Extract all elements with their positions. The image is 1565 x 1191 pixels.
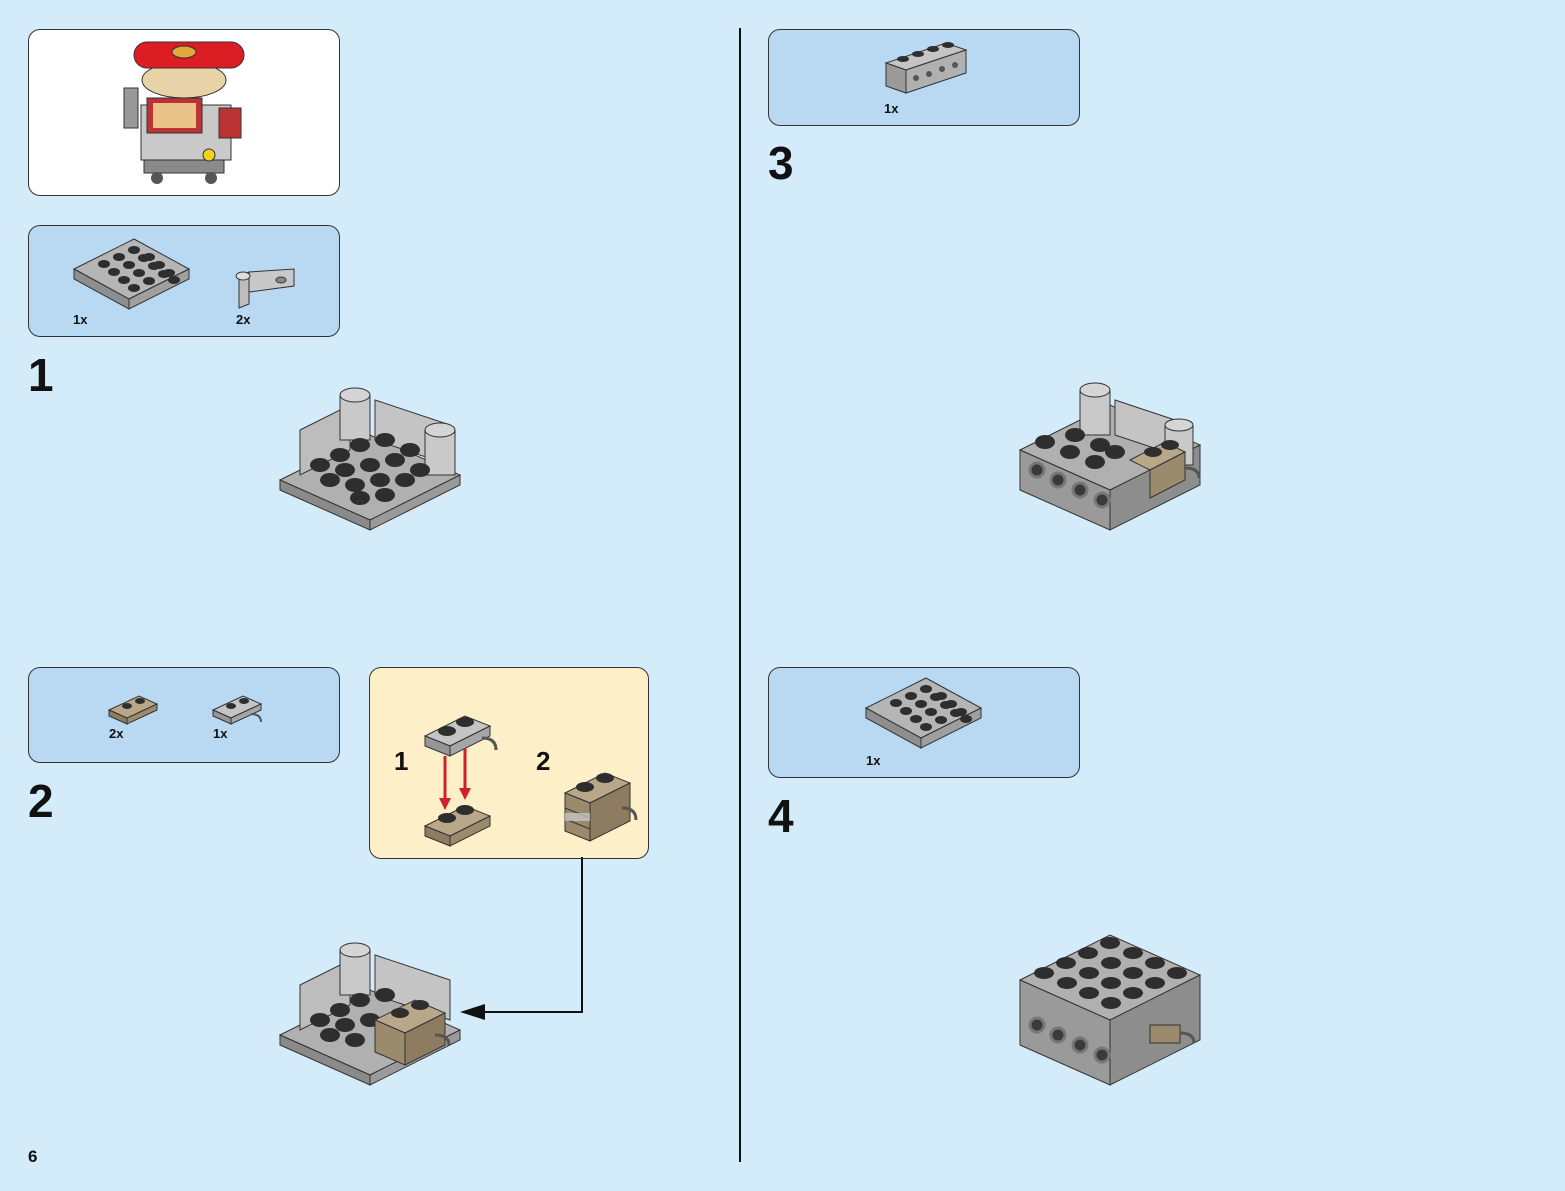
step-3-parts-box: 1x bbox=[768, 29, 1080, 126]
step-4-number: 4 bbox=[768, 790, 794, 842]
hot-dog-cart-model bbox=[123, 41, 245, 184]
step-2-part-2-qty: 1x bbox=[213, 726, 228, 741]
model-preview-box bbox=[28, 29, 340, 196]
step-1-number: 1 bbox=[28, 349, 54, 401]
step-4-parts-box: 1x bbox=[768, 667, 1080, 778]
plate-4x4-gray-icon bbox=[72, 238, 191, 310]
step-2-parts-box: 2x 1x bbox=[28, 667, 340, 763]
step-1-parts-box: 1x 2x bbox=[28, 225, 340, 337]
substep-2-illustration bbox=[563, 772, 638, 842]
step-3-number: 3 bbox=[768, 137, 794, 189]
substep-2-number: 2 bbox=[536, 746, 551, 776]
step-2-number: 2 bbox=[28, 775, 54, 827]
step-1-part-2-qty: 2x bbox=[236, 312, 251, 327]
step-2-part-1-qty: 2x bbox=[109, 726, 124, 741]
arrow-left-icon bbox=[460, 857, 583, 1020]
brick-1x4-technic-gray-icon bbox=[884, 42, 968, 94]
step-1-part-1-qty: 1x bbox=[73, 312, 88, 327]
step-2-assembly bbox=[278, 942, 462, 1086]
subassembly-box: 1 2 bbox=[369, 667, 649, 859]
step-3-part-1-qty: 1x bbox=[884, 101, 899, 116]
clip-plate-gray-icon bbox=[211, 695, 263, 725]
plate-1x2-tan-icon bbox=[107, 695, 159, 725]
step-4-assembly bbox=[1018, 934, 1202, 1086]
step-3-assembly bbox=[1018, 382, 1202, 531]
step-4-part-1-qty: 1x bbox=[866, 753, 881, 768]
substep-1-number: 1 bbox=[394, 746, 409, 776]
plate-4x4-gray-icon bbox=[864, 677, 983, 749]
bracket-1x1-gray-icon bbox=[235, 268, 295, 309]
page-number: 6 bbox=[28, 1147, 38, 1166]
page-divider bbox=[739, 28, 741, 1162]
substep-1-illustration bbox=[423, 715, 498, 847]
step-1-assembly bbox=[278, 387, 462, 531]
